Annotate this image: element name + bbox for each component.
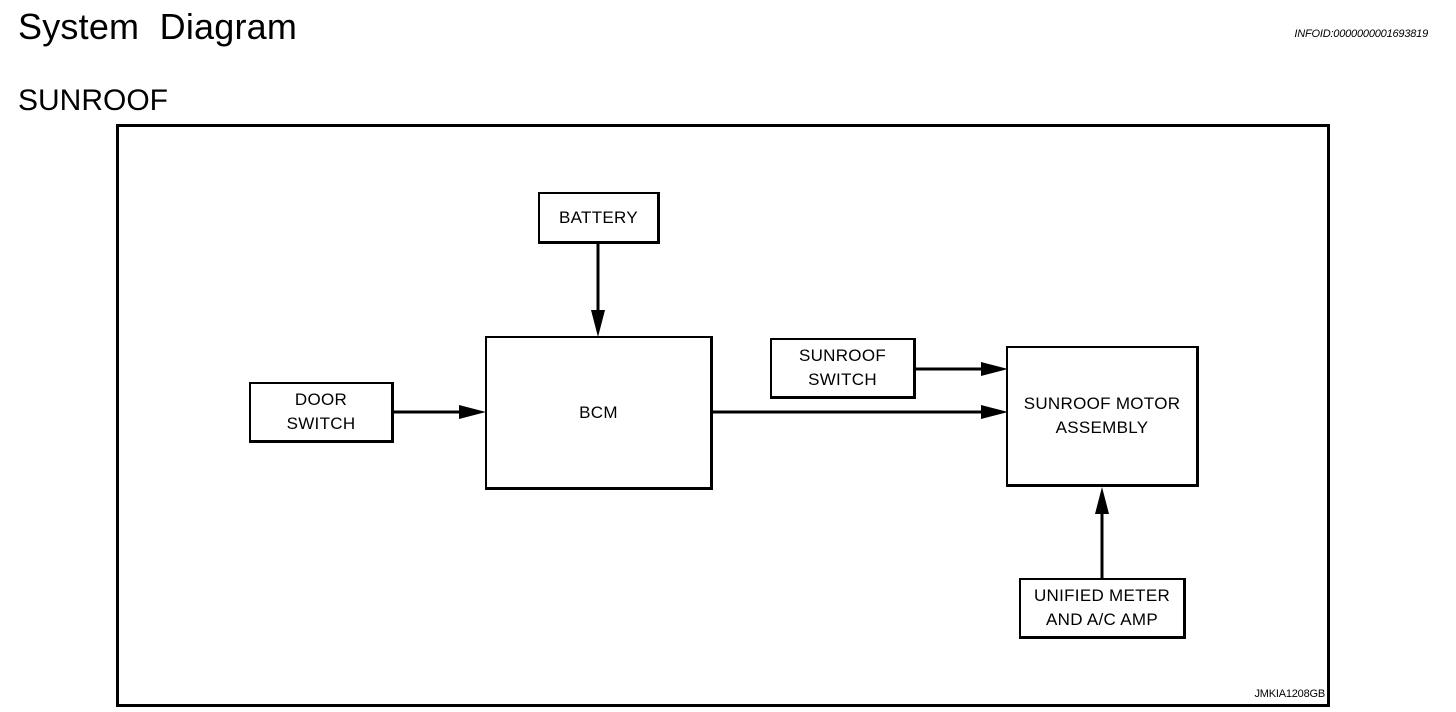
arrow-sunroof-switch-to-sunroof-motor [913,362,1008,376]
unified-meter-block: UNIFIED METER AND A/C AMP [1019,578,1186,639]
arrow-door-switch-to-bcm [392,405,486,419]
figure-code: JMKIA1208GB [1254,688,1325,700]
door-switch-block: DOOR SWITCH [249,382,394,443]
sunroof-switch-block: SUNROOF SWITCH [770,338,916,399]
sunroof-motor-assembly-block: SUNROOF MOTOR ASSEMBLY [1006,346,1199,487]
connector-lines [392,244,1109,578]
arrow-battery-to-bcm [591,244,605,337]
info-id: INFOID:0000000001693819 [1294,28,1428,40]
arrow-unified-meter-to-sunroof-motor [1095,487,1109,578]
page-title: System Diagram [18,6,298,47]
diagram-frame: BATTERY BCM DOOR SWITCH SUNROOF SWITCH S… [116,124,1330,707]
section-title: SUNROOF [18,84,168,117]
arrow-bcm-to-sunroof-motor [711,405,1008,419]
bcm-block: BCM [485,336,713,490]
battery-block: BATTERY [538,192,660,244]
